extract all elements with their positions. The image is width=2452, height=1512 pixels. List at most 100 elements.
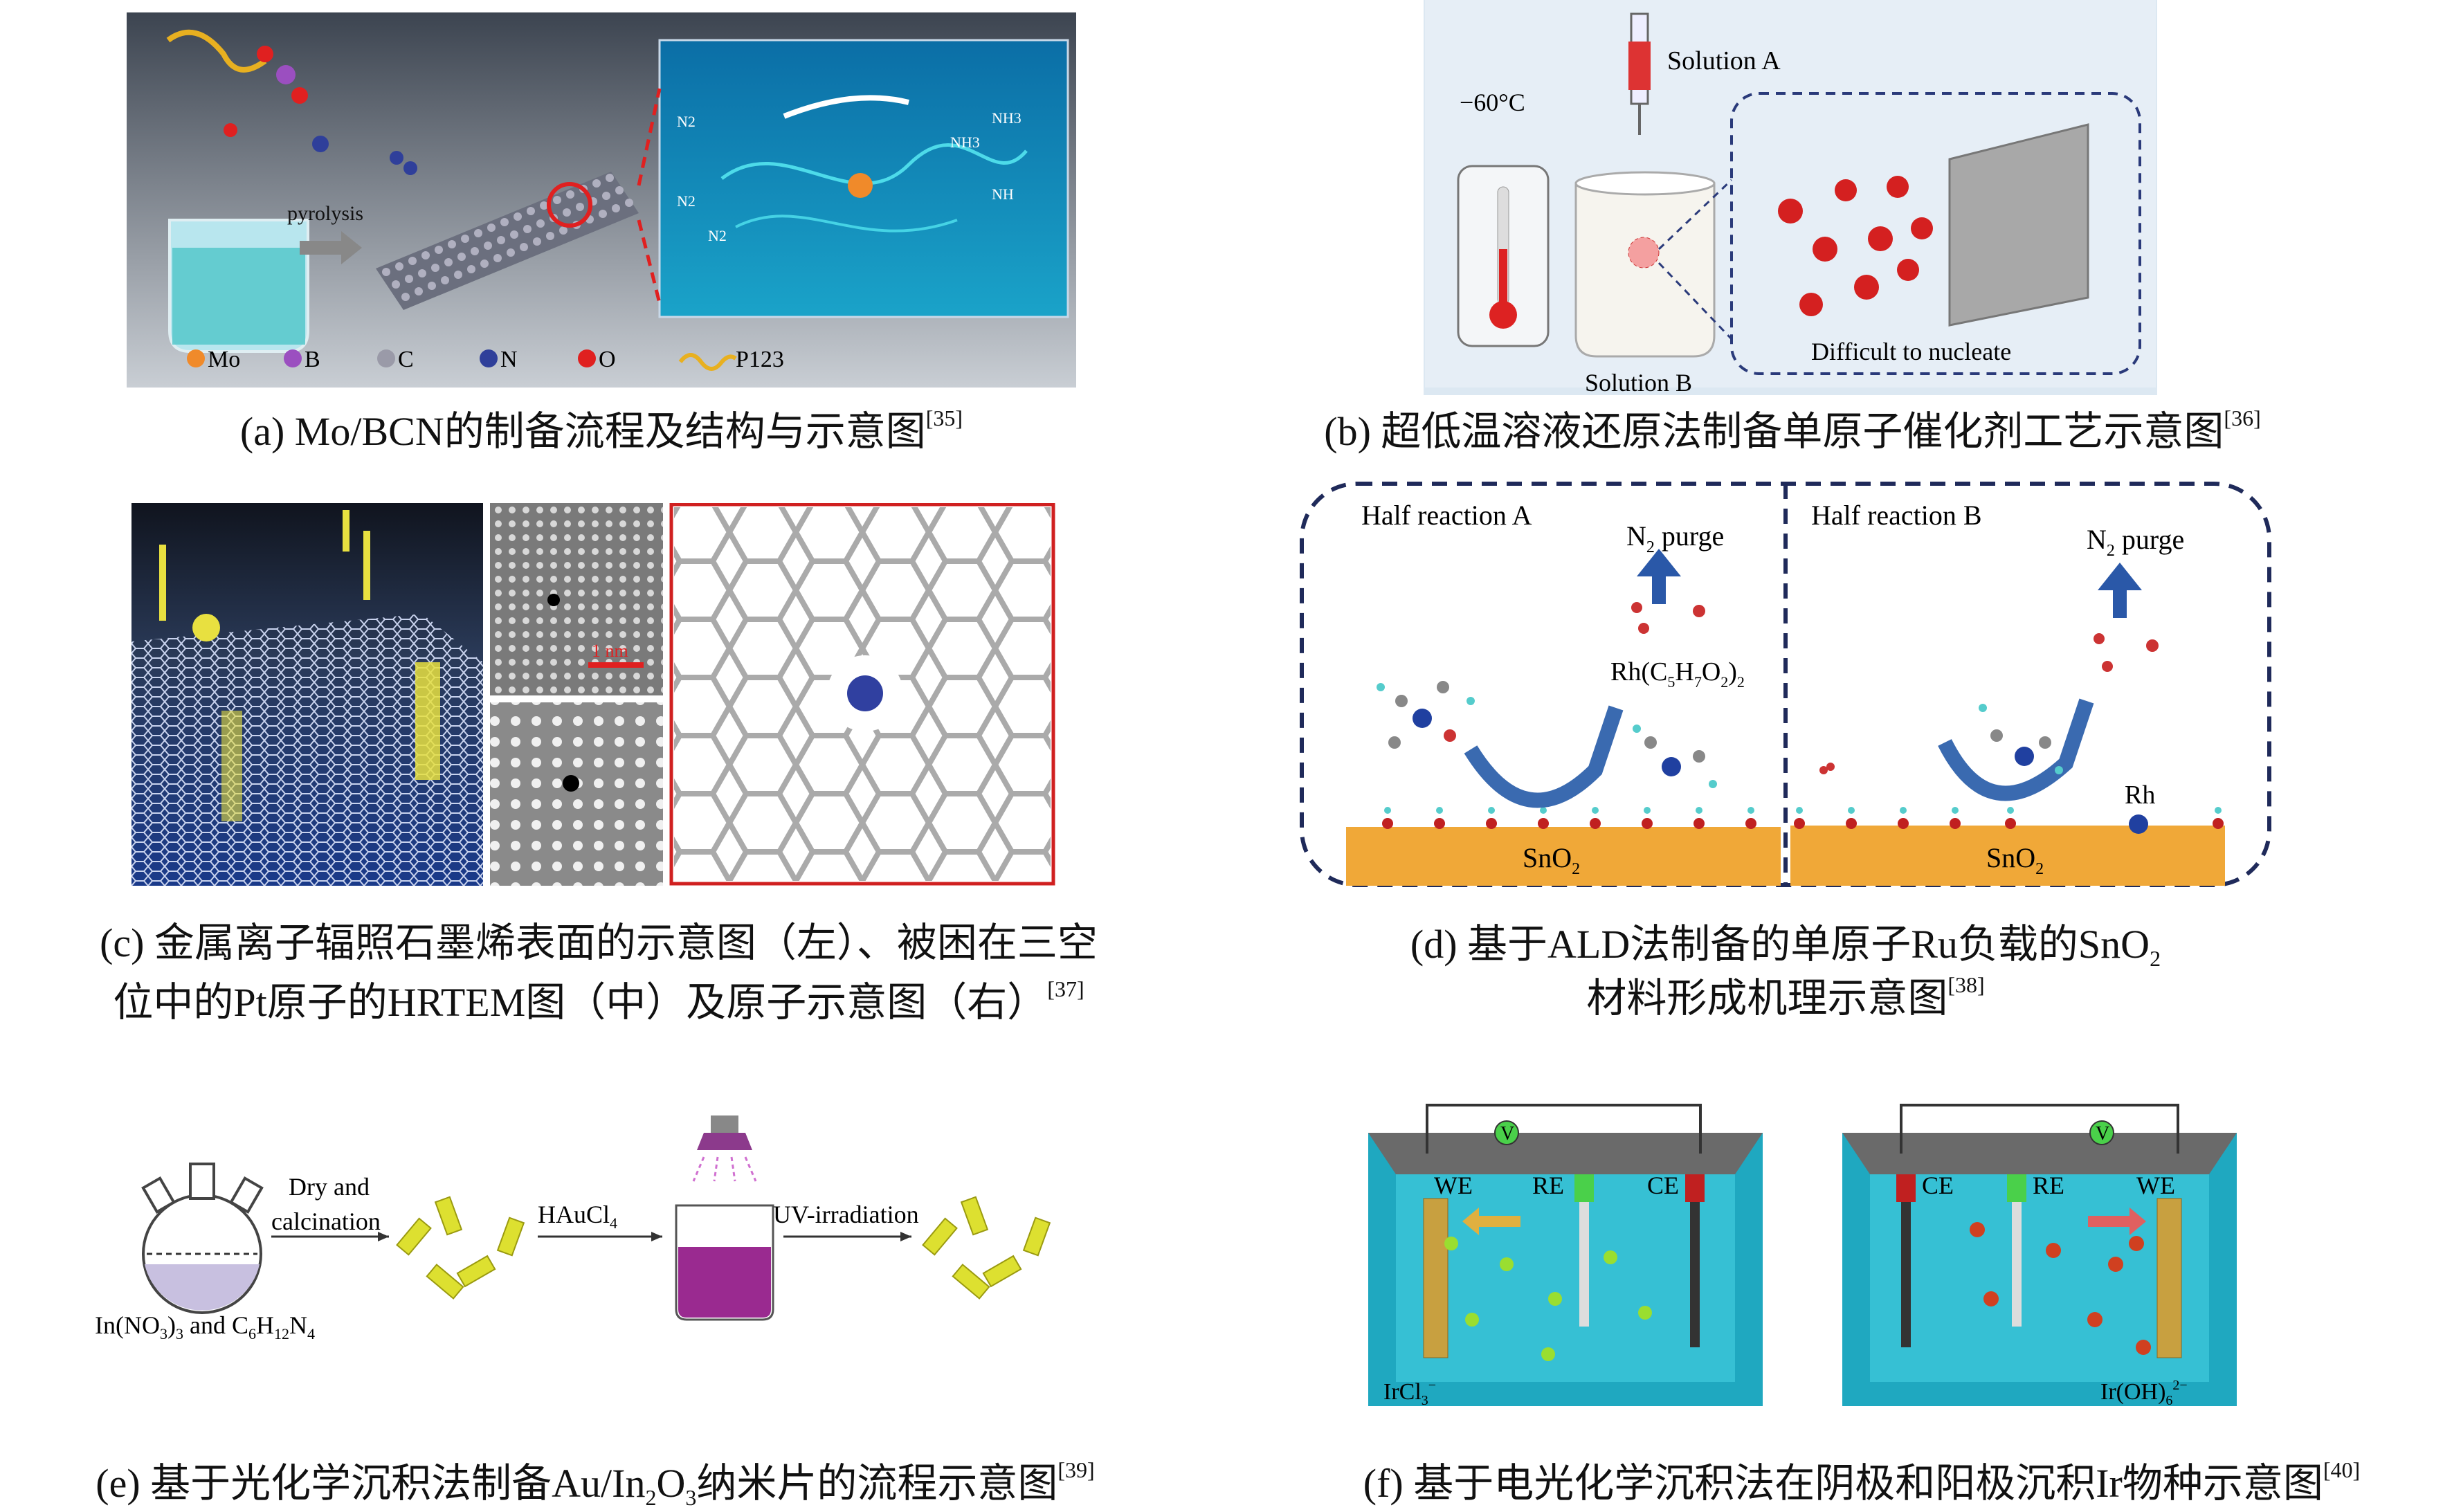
molecule (1633, 725, 1717, 788)
ce-label: CE (1922, 1172, 1954, 1199)
n2-purge-a-label: N2 purge (1626, 520, 1724, 556)
beaker (1574, 182, 1716, 358)
mo-atom (848, 173, 873, 198)
figure-c-illustration: 1 nm (131, 503, 1055, 886)
atomic-model (669, 503, 1055, 886)
voltmeter-label: V (1500, 1123, 1514, 1145)
species-label: N2 (708, 227, 727, 244)
solution-b-label: Solution B (1585, 369, 1692, 395)
legend-mo: Mo (208, 347, 240, 372)
figure-f: V WE RE CE IrCl3− V CE RE WE Ir(OH)62− (1368, 1091, 2240, 1410)
arrow-icon (300, 231, 362, 264)
figure-d-illustration: Half reaction A Half reaction B N2 purge… (1300, 482, 2271, 887)
figure-c: 1 nm (131, 503, 1057, 886)
temperature-label: −60°C (1460, 89, 1525, 116)
legend-p123: P123 (736, 347, 784, 372)
step2-label: HAuCl4 (538, 1201, 617, 1232)
iroh6-label: Ir(OH)62− (2100, 1378, 2188, 1408)
caption-d: (d) 基于ALD法制备的单原子Ru负载的SnO2 材料形成机理示意图[38] (1298, 920, 2273, 1023)
curved-arrow (1938, 698, 2094, 801)
figure-d: Half reaction A Half reaction B N2 purge… (1298, 480, 2273, 895)
pyrolysis-label: pyrolysis (287, 202, 363, 225)
sno2-substrate-b (1790, 826, 2225, 886)
molecule (1979, 704, 2063, 774)
half-reaction-a-label: Half reaction A (1361, 500, 1532, 531)
caption-f: (f) 基于电光化学沉积法在阴极和阳极沉积Ir物种示意图[40] (1280, 1457, 2443, 1508)
figure-b: −60°C Solution A Solution B Difficult to… (1424, 0, 2157, 395)
caption-text: (b) 超低温溶液还原法制备单原子催化剂工艺示意图 (1324, 409, 2224, 454)
scale-bar (588, 662, 644, 668)
rh-atom (2129, 814, 2148, 834)
caption-a: (a) Mo/BCN的制备流程及结构与示意图[35] (127, 405, 1076, 456)
metal-atoms (1778, 176, 1933, 316)
solution-a-label: Solution A (1667, 46, 1781, 75)
caption-c: (c) 金属离子辐照石墨烯表面的示意图（左）、被困在三空 位中的Pt原子的HRT… (28, 919, 1170, 1026)
citation: [39] (1057, 1457, 1095, 1482)
species-label: NH3 (992, 109, 1021, 127)
n2-purge-b-label: N2 purge (2087, 524, 2184, 560)
scale-bar-label: 1 nm (592, 641, 628, 661)
sno2-substrate-a (1346, 827, 1781, 886)
figure-a-illustration: N2 N2 N2 NH3 NH3 NH pyrolysis Mo B C N O… (127, 12, 1076, 388)
reaction-arrow (783, 95, 909, 119)
nanotube (376, 172, 639, 310)
figure-e: In(NO3)3 and C6H12N4 Dry and calcination… (95, 1115, 1068, 1392)
we-label: WE (1434, 1172, 1473, 1199)
uv-lamp-icon (692, 1115, 757, 1182)
step3-label: UV-irradiation (773, 1201, 919, 1228)
brick-wall (1948, 123, 2089, 327)
ion-irradiation-schematic (131, 503, 483, 886)
caption-text: (a) Mo/BCN的制备流程及结构与示意图 (239, 409, 926, 454)
sno2-label: SnO2 (1986, 842, 2044, 878)
caption-line-2: 材料形成机理示意图 (1586, 976, 1948, 1021)
rh-label: Rh (2125, 781, 2155, 810)
legend-o: O (599, 347, 616, 372)
molecule (1377, 681, 1475, 749)
figure-e-illustration: In(NO3)3 and C6H12N4 Dry and calcination… (95, 1115, 1051, 1342)
figure-a: N2 N2 N2 NH3 NH3 NH pyrolysis Mo B C N O… (127, 12, 1076, 388)
citation: [35] (925, 406, 963, 430)
caption-text: O (656, 1461, 686, 1506)
step1-label: calcination (271, 1208, 381, 1235)
ce-label: CE (1647, 1172, 1679, 1199)
caption-line-2: 位中的Pt原子的HRTEM图（中）及原子示意图（右） (113, 979, 1048, 1025)
legend-c: C (398, 347, 414, 372)
legend-b: B (305, 347, 320, 372)
species-label: NH3 (950, 134, 980, 151)
working-electrode (1423, 1198, 1449, 1358)
citation: [38] (1947, 972, 1985, 998)
precursor-label: Rh(C5H7O2)2 (1610, 657, 1745, 691)
re-label: RE (1532, 1172, 1564, 1199)
reagents-label: In(NO3)3 and C6H12N4 (95, 1311, 315, 1342)
caption-text: (e) 基于光化学沉积法制备Au/In (96, 1461, 646, 1506)
legend-n: N (500, 347, 518, 372)
we-label: WE (2136, 1172, 2175, 1199)
sno2-label: SnO2 (1523, 842, 1580, 878)
citation: [37] (1047, 976, 1084, 1001)
species-label: N2 (677, 192, 696, 210)
anode-cell: V CE RE WE Ir(OH)62− (1842, 1104, 2237, 1408)
arrow-up-icon (2098, 563, 2142, 618)
figure-b-illustration: −60°C Solution A Solution B Difficult to… (1424, 0, 2157, 395)
arrow-left-icon (1462, 1208, 1520, 1235)
arrow-up-icon (1637, 549, 1681, 604)
au-nanosheets (922, 1196, 1051, 1300)
legend: Mo B C N O P123 (187, 347, 784, 372)
curved-arrow (1464, 705, 1624, 808)
re-label: RE (2033, 1172, 2064, 1199)
species-label: NH (992, 185, 1014, 203)
half-reaction-b-label: Half reaction B (1811, 500, 1982, 531)
caption-text: (f) 基于电光化学沉积法在阴极和阳极沉积Ir物种示意图 (1363, 1461, 2323, 1506)
nanosheets (396, 1196, 525, 1300)
caption-e: (e) 基于光化学沉积法制备Au/In2O3纳米片的流程示意图[39] (42, 1457, 1149, 1511)
caption-text: 纳米片的流程示意图 (696, 1461, 1058, 1506)
citation: [40] (2323, 1457, 2361, 1482)
subscript: 2 (2150, 946, 2161, 971)
figure-f-illustration: V WE RE CE IrCl3− V CE RE WE Ir(OH)62− (1368, 1104, 2237, 1408)
cathode-cell: V WE RE CE IrCl3− (1368, 1104, 1763, 1408)
hrtem-images: 1 nm (490, 503, 663, 886)
caption-line-1: (c) 金属离子辐照石墨烯表面的示意图（左）、被困在三空 (100, 920, 1098, 965)
pt-atom (847, 675, 883, 711)
nucleate-label: Difficult to nucleate (1811, 338, 2011, 365)
subscript: 2 (645, 1485, 657, 1510)
